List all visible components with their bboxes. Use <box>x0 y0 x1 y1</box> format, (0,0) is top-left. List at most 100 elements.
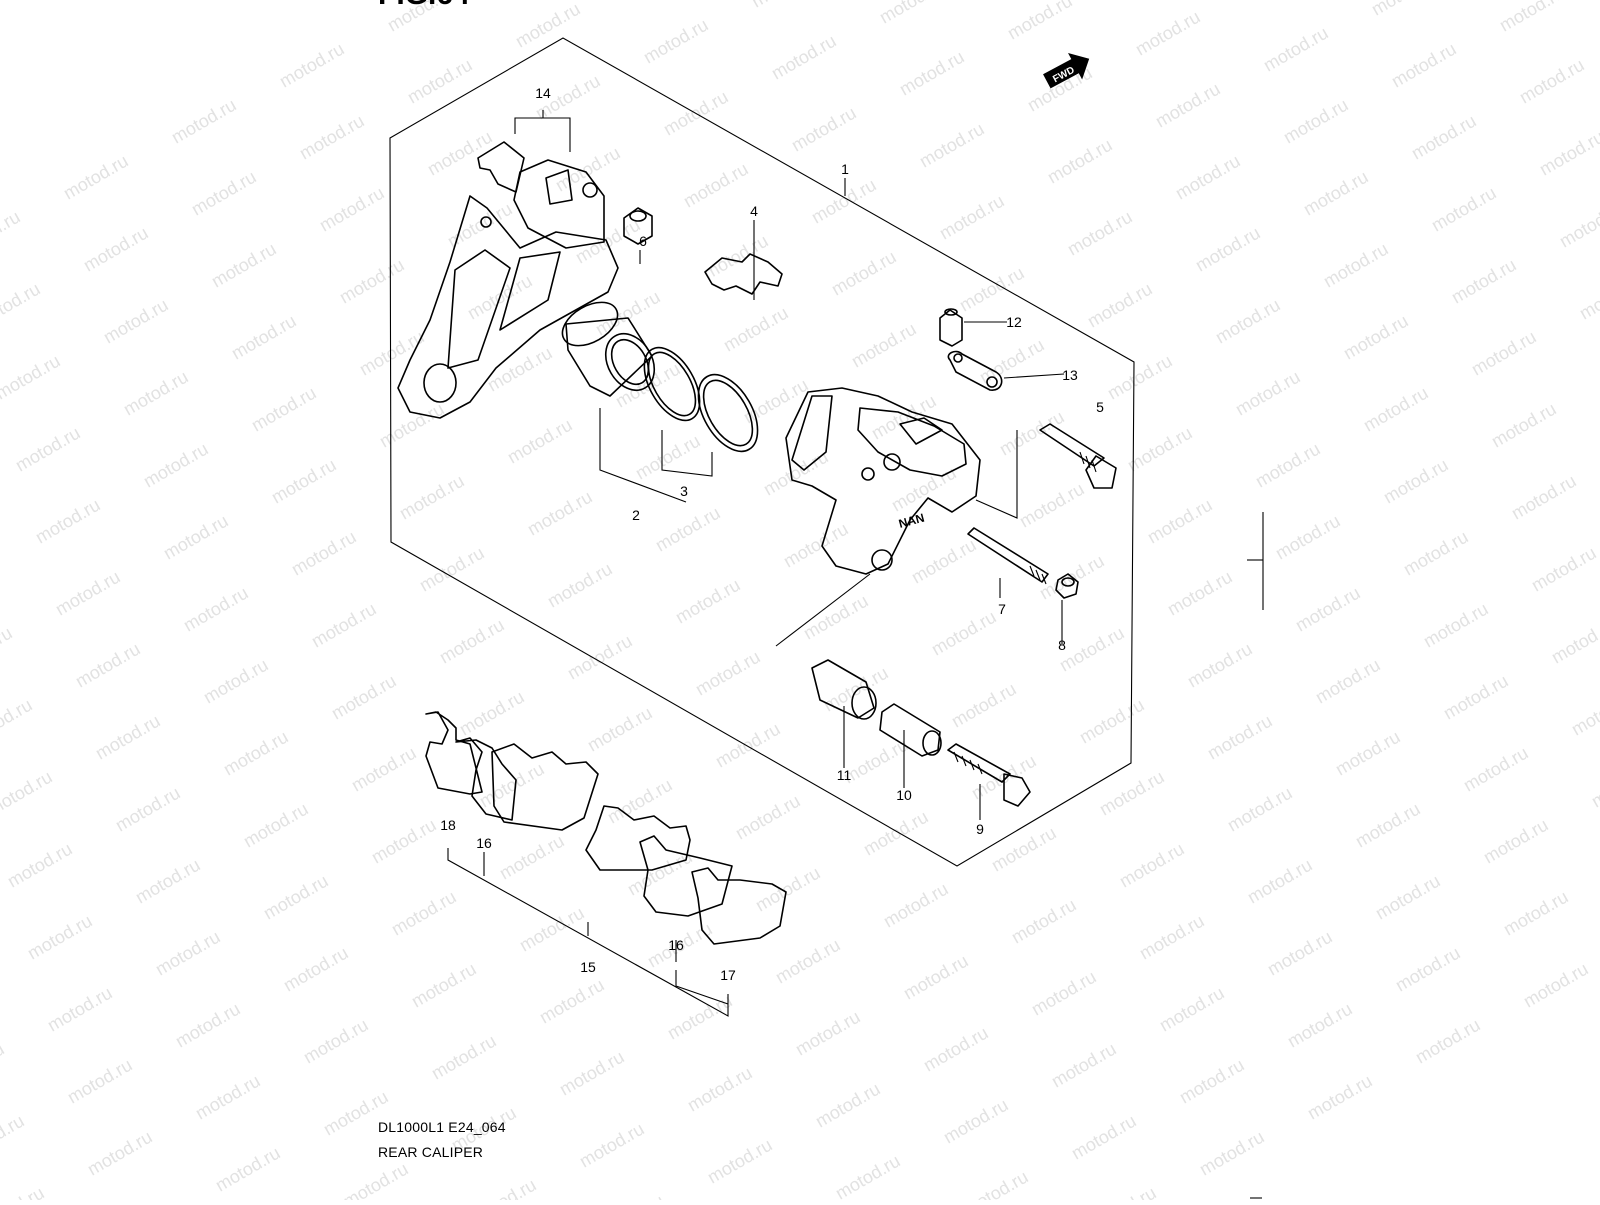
watermark-text: motod.ru <box>772 935 844 988</box>
watermark-text: motod.ru <box>720 303 792 356</box>
watermark-text: motod.ru <box>1380 455 1452 508</box>
watermark-text: motod.ru <box>1028 967 1100 1020</box>
callout-16b: 16 <box>668 937 684 953</box>
pad-spring <box>704 253 783 295</box>
watermark-text: motod.ru <box>260 871 332 924</box>
watermark-text: motod.ru <box>748 0 820 11</box>
watermark-text: motod.ru <box>556 1047 628 1100</box>
watermark-text: motod.ru <box>1284 999 1356 1052</box>
watermark-text: motod.ru <box>388 887 460 940</box>
callout-labels: 1 2 3 4 5 6 7 8 9 10 11 12 13 14 15 16 1… <box>440 85 1104 983</box>
watermark-text: motod.ru <box>120 367 192 420</box>
watermark-text: motod.ru <box>1064 207 1136 260</box>
watermark-text: motod.ru <box>280 943 352 996</box>
watermark-text: motod.ru <box>1304 1071 1376 1124</box>
callout-18: 18 <box>440 817 456 833</box>
watermark-text: motod.ru <box>1400 527 1472 580</box>
assembly-outline <box>389 37 1135 867</box>
watermark-text: motod.ru <box>848 319 920 372</box>
watermark-text: motod.ru <box>800 591 872 644</box>
watermark-text: motod.ru <box>1440 671 1512 724</box>
watermark-text: motod.ru <box>1420 599 1492 652</box>
watermark-text: motod.ru <box>940 1095 1012 1148</box>
watermark-text: motod.ru <box>0 207 24 260</box>
watermark-text: motod.ru <box>640 15 712 68</box>
watermark-text: motod.ru <box>1360 383 1432 436</box>
watermark-text: motod.ru <box>112 783 184 836</box>
watermark-text: motod.ru <box>1528 543 1600 596</box>
watermark-text: motod.ru <box>1340 311 1412 364</box>
watermark-text: motod.ru <box>0 1111 28 1164</box>
callout-15: 15 <box>580 959 596 975</box>
watermark-text: motod.ru <box>188 167 260 220</box>
watermark-text: motod.ru <box>928 607 1000 660</box>
watermark-text: motod.ru <box>376 399 448 452</box>
watermark-text: motod.ru <box>1556 199 1600 252</box>
watermark-text: motod.ru <box>1172 151 1244 204</box>
watermark-text: motod.ru <box>908 535 980 588</box>
watermark-text: motod.ru <box>92 711 164 764</box>
watermark-text: motod.ru <box>1124 423 1196 476</box>
slide-pin-sleeve <box>879 703 942 757</box>
watermark-text: motod.ru <box>792 1007 864 1060</box>
brake-pad-lower <box>585 805 691 871</box>
watermark-text: motod.ru <box>84 1127 156 1180</box>
watermark-text: motod.ru <box>1272 511 1344 564</box>
callout-5: 5 <box>1096 399 1104 415</box>
watermark-text: motod.ru <box>32 495 104 548</box>
watermark-text: motod.ru <box>1264 927 1336 980</box>
watermark-text: motod.ru <box>1096 767 1168 820</box>
watermark-text: motod.ru <box>1488 399 1560 452</box>
watermark-text: motod.ru <box>1192 223 1264 276</box>
watermark-text: motod.ru <box>1332 727 1404 780</box>
watermark-text: motod.ru <box>1508 471 1580 524</box>
callout-1: 1 <box>841 161 849 177</box>
watermark-text: motod.ru <box>1516 55 1588 108</box>
watermark-text: motod.ru <box>172 999 244 1052</box>
watermark-text: motod.ru <box>296 111 368 164</box>
watermark-text: motod.ru <box>936 191 1008 244</box>
watermark-text: motod.ru <box>680 159 752 212</box>
watermark-text: motod.ru <box>1068 1111 1140 1164</box>
watermark-text: motod.ru <box>0 1039 8 1092</box>
watermark-text: motod.ru <box>404 55 476 108</box>
watermark-text: motod.ru <box>1588 759 1600 812</box>
watermark-text: motod.ru <box>308 599 380 652</box>
watermark-text: motod.ru <box>180 583 252 636</box>
watermark-text: motod.ru <box>268 455 340 508</box>
watermark-text: motod.ru <box>132 855 204 908</box>
watermark-text: motod.ru <box>80 223 152 276</box>
watermark-text: motod.ru <box>152 927 224 980</box>
watermark-text: motod.ru <box>1056 623 1128 676</box>
watermark-text: motod.ru <box>44 983 116 1036</box>
callout-12: 12 <box>1006 314 1022 330</box>
watermark-text: motod.ru <box>700 231 772 284</box>
watermark-text: motod.ru <box>0 279 44 332</box>
watermark-text: motod.ru <box>1460 743 1532 796</box>
watermark-text: motod.ru <box>396 471 468 524</box>
piston-seals <box>643 346 759 453</box>
watermark-text: motod.ru <box>916 119 988 172</box>
watermark-text: motod.ru <box>576 1119 648 1172</box>
pad-shim-inner-lower <box>639 835 733 917</box>
watermark-text: motod.ru <box>1412 1015 1484 1068</box>
section-title: REAR CALIPER <box>378 1144 484 1160</box>
watermark-text: motod.ru <box>1152 79 1224 132</box>
watermark-text: motod.ru <box>524 487 596 540</box>
watermark-text: motod.ru <box>468 1175 540 1200</box>
callout-17: 17 <box>720 967 736 983</box>
watermark-text: motod.ru <box>920 1023 992 1076</box>
slide-pin-boot <box>811 659 877 720</box>
watermark-text: motod.ru <box>1480 815 1552 868</box>
watermark-text: motod.ru <box>900 951 972 1004</box>
brake-pad-upper <box>491 743 599 831</box>
watermark-text: motod.ru <box>100 295 172 348</box>
watermark-text: motod.ru <box>64 1055 136 1108</box>
watermark-text: motod.ru <box>1280 95 1352 148</box>
callout-6: 6 <box>639 233 647 249</box>
watermark-text: motod.ru <box>1136 911 1208 964</box>
watermark-text: motod.ru <box>1016 479 1088 532</box>
watermark-text: motod.ru <box>948 679 1020 732</box>
